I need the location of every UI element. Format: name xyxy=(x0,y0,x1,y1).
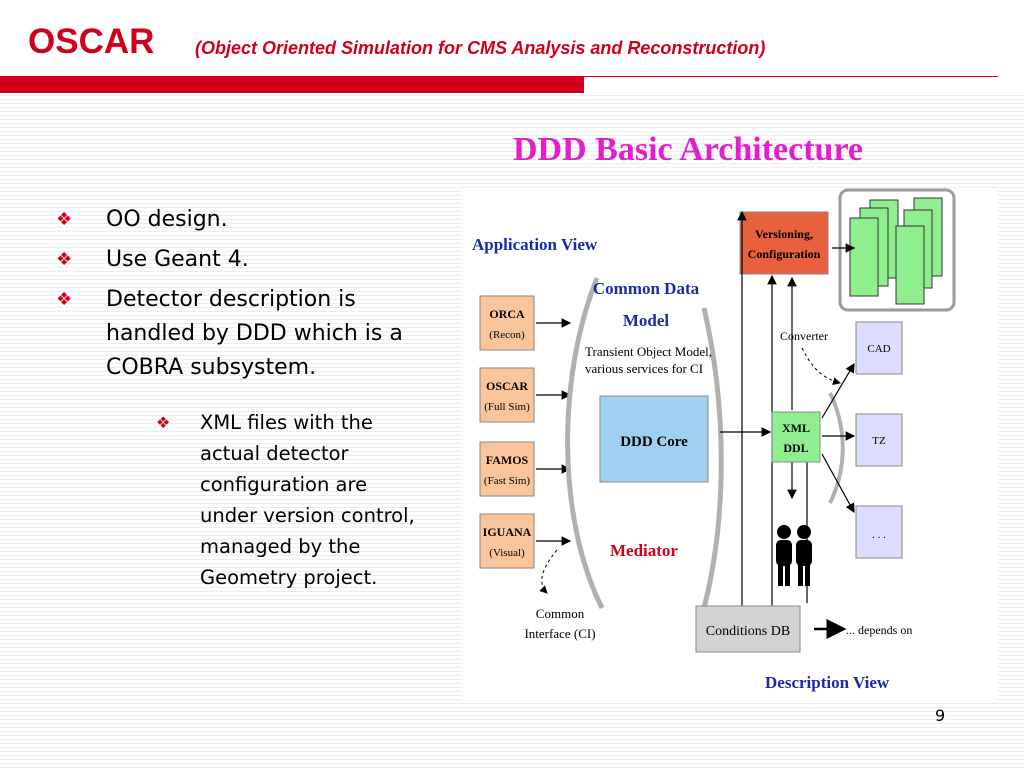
output-label: . . . xyxy=(872,529,886,541)
app-role: (Full Sim) xyxy=(484,401,530,413)
mediator-label: Mediator xyxy=(610,541,678,560)
output-box-tz: TZ xyxy=(855,413,903,467)
depends-on-legend: ... depends on xyxy=(814,619,912,639)
app-name: ORCA xyxy=(489,307,525,321)
common-interface-line-1: Common xyxy=(536,606,585,621)
diamond-bullet-icon: ❖ xyxy=(56,289,73,310)
xml-ddl-box: XML DDL xyxy=(771,411,821,463)
output-box-more: . . . xyxy=(855,505,903,559)
common-data-model-label-2: Model xyxy=(623,311,670,330)
common-interface-line-2: Interface (CI) xyxy=(524,626,595,641)
output-arrows xyxy=(821,362,856,514)
diamond-bullet-icon: ❖ xyxy=(56,209,73,230)
header-red-line xyxy=(584,76,998,77)
slide-subtitle: (Object Oriented Simulation for CMS Anal… xyxy=(195,38,766,58)
versioning-line-1: Versioning, xyxy=(755,227,813,241)
application-view-label: Application View xyxy=(472,235,598,254)
bullet-text: Detector description is handled by DDD w… xyxy=(106,287,403,380)
common-data-model-label-1: Common Data xyxy=(593,279,700,298)
output-box-cad: CAD xyxy=(855,321,903,375)
app-box-orca: ORCA (Recon) xyxy=(479,295,535,351)
app-name: OSCAR xyxy=(486,379,528,393)
diamond-bullet-icon: ❖ xyxy=(156,413,171,432)
xml-ddl-line-1: XML xyxy=(782,421,810,435)
converter-barrier xyxy=(828,392,845,504)
slide-header: OSCAR (Object Oriented Simulation for CM… xyxy=(0,0,1024,94)
output-label: TZ xyxy=(872,435,886,447)
description-view-label: Description View xyxy=(765,673,890,692)
header-red-bar xyxy=(0,76,584,93)
slide-heading: DDD Basic Architecture xyxy=(513,131,864,168)
sub-bullet-text: XML files with the actual detector confi… xyxy=(200,411,415,589)
converter-arrow xyxy=(801,347,841,385)
app-box-iguana: IGUANA (Visual) xyxy=(479,513,535,569)
architecture-diagram: Application View ORCA (Recon) OSCAR (Ful… xyxy=(462,188,998,702)
common-interface-arrow xyxy=(539,549,558,594)
output-label: CAD xyxy=(867,343,890,355)
people-icon xyxy=(776,525,812,586)
depends-on-label: ... depends on xyxy=(846,623,912,637)
ddd-core-box: DDD Core xyxy=(599,395,709,483)
converter-label: Converter xyxy=(780,329,828,343)
versioning-box: Versioning, Configuration xyxy=(739,211,829,275)
app-role: (Recon) xyxy=(489,329,525,341)
diamond-bullet-icon: ❖ xyxy=(56,249,73,270)
mediator-left-curve xyxy=(565,277,605,610)
transient-note-line-2: various services for CI xyxy=(585,361,703,376)
conditions-db-label: Conditions DB xyxy=(706,624,790,639)
bullet-text: Use Geant 4. xyxy=(106,247,249,272)
sub-bullet-item: ❖ XML files with the actual detector con… xyxy=(156,407,416,593)
xml-ddl-line-2: DDL xyxy=(783,441,808,455)
app-role: (Fast Sim) xyxy=(484,475,530,487)
versioning-line-2: Configuration xyxy=(748,247,821,261)
bullet-text: OO design. xyxy=(106,207,228,232)
bullet-list: ❖ OO design. ❖ Use Geant 4. ❖ Detector d… xyxy=(56,203,416,593)
transient-note-line-1: Transient Object Model, xyxy=(585,344,712,359)
app-box-famos: FAMOS (Fast Sim) xyxy=(479,441,535,497)
conditions-db-box: Conditions DB xyxy=(695,605,801,653)
slide-title: OSCAR xyxy=(28,22,155,61)
app-role: (Visual) xyxy=(489,547,525,559)
ddd-core-label: DDD Core xyxy=(620,434,688,450)
app-name: FAMOS xyxy=(486,453,529,467)
app-arrows xyxy=(536,318,572,546)
app-name: IGUANA xyxy=(483,525,532,539)
page-number: 9 xyxy=(935,706,946,725)
bullet-item: ❖ Detector description is handled by DDD… xyxy=(56,283,416,385)
document-stack-icon xyxy=(838,188,956,312)
app-box-oscar: OSCAR (Full Sim) xyxy=(479,367,535,423)
mediator-right-curve xyxy=(701,307,724,609)
bullet-item: ❖ OO design. xyxy=(56,203,416,237)
bullet-item: ❖ Use Geant 4. xyxy=(56,243,416,277)
